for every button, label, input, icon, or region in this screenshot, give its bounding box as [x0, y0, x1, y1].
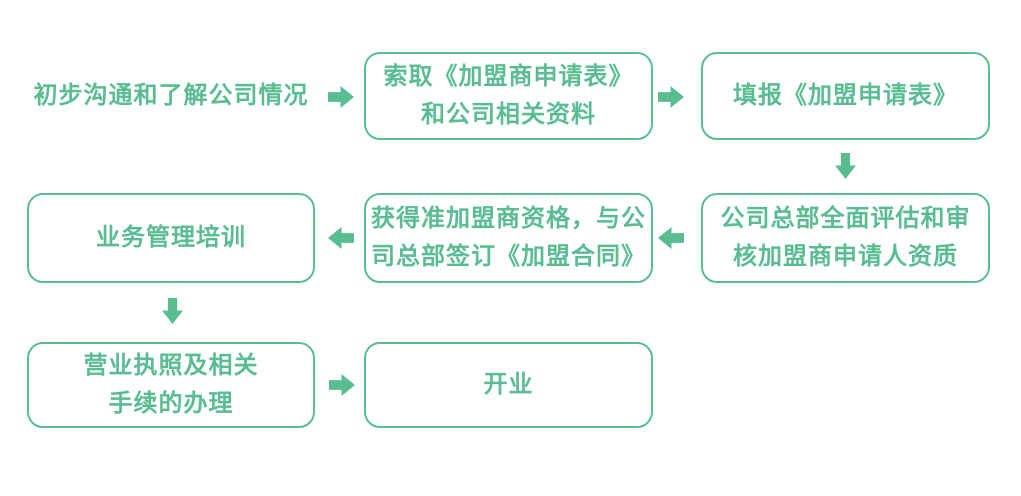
flow-step-evaluate-label: 公司总部全面评估和审 核加盟商申请人资质: [720, 205, 971, 270]
flow-step-license-label: 营业执照及相关 手续的办理: [83, 352, 259, 417]
flow-step-fill-form: 填报《加盟申请表》: [701, 52, 990, 140]
arrow-down-icon: [162, 298, 183, 324]
flow-step-request-form-label: 索取《加盟商申请表》 和公司相关资料: [383, 63, 634, 128]
flow-step-training-label: 业务管理培训: [96, 224, 246, 251]
flow-step-opening: 开业: [364, 342, 653, 428]
flow-step-opening-label: 开业: [483, 371, 534, 398]
arrow-down-icon: [835, 153, 856, 179]
arrow-left-icon: [328, 227, 354, 249]
arrow-right-icon: [328, 86, 354, 108]
flow-step-sign-contract: 获得准加盟商资格，与公 司总部签订《加盟合同》: [364, 193, 653, 283]
flow-step-sign-contract-label: 获得准加盟商资格，与公 司总部签订《加盟合同》: [371, 205, 646, 270]
flow-step-license: 营业执照及相关 手续的办理: [27, 342, 315, 428]
flow-step-training: 业务管理培训: [27, 193, 315, 283]
flow-step-intro-label: 初步沟通和了解公司情况: [33, 82, 309, 109]
arrow-right-icon: [658, 86, 684, 108]
arrow-left-icon: [658, 227, 684, 249]
arrow-right-icon: [329, 374, 355, 396]
flow-step-evaluate: 公司总部全面评估和审 核加盟商申请人资质: [701, 193, 990, 283]
flow-step-fill-form-label: 填报《加盟申请表》: [733, 82, 958, 109]
flow-step-request-form: 索取《加盟商申请表》 和公司相关资料: [364, 52, 653, 140]
flow-step-intro: 初步沟通和了解公司情况: [27, 52, 315, 140]
